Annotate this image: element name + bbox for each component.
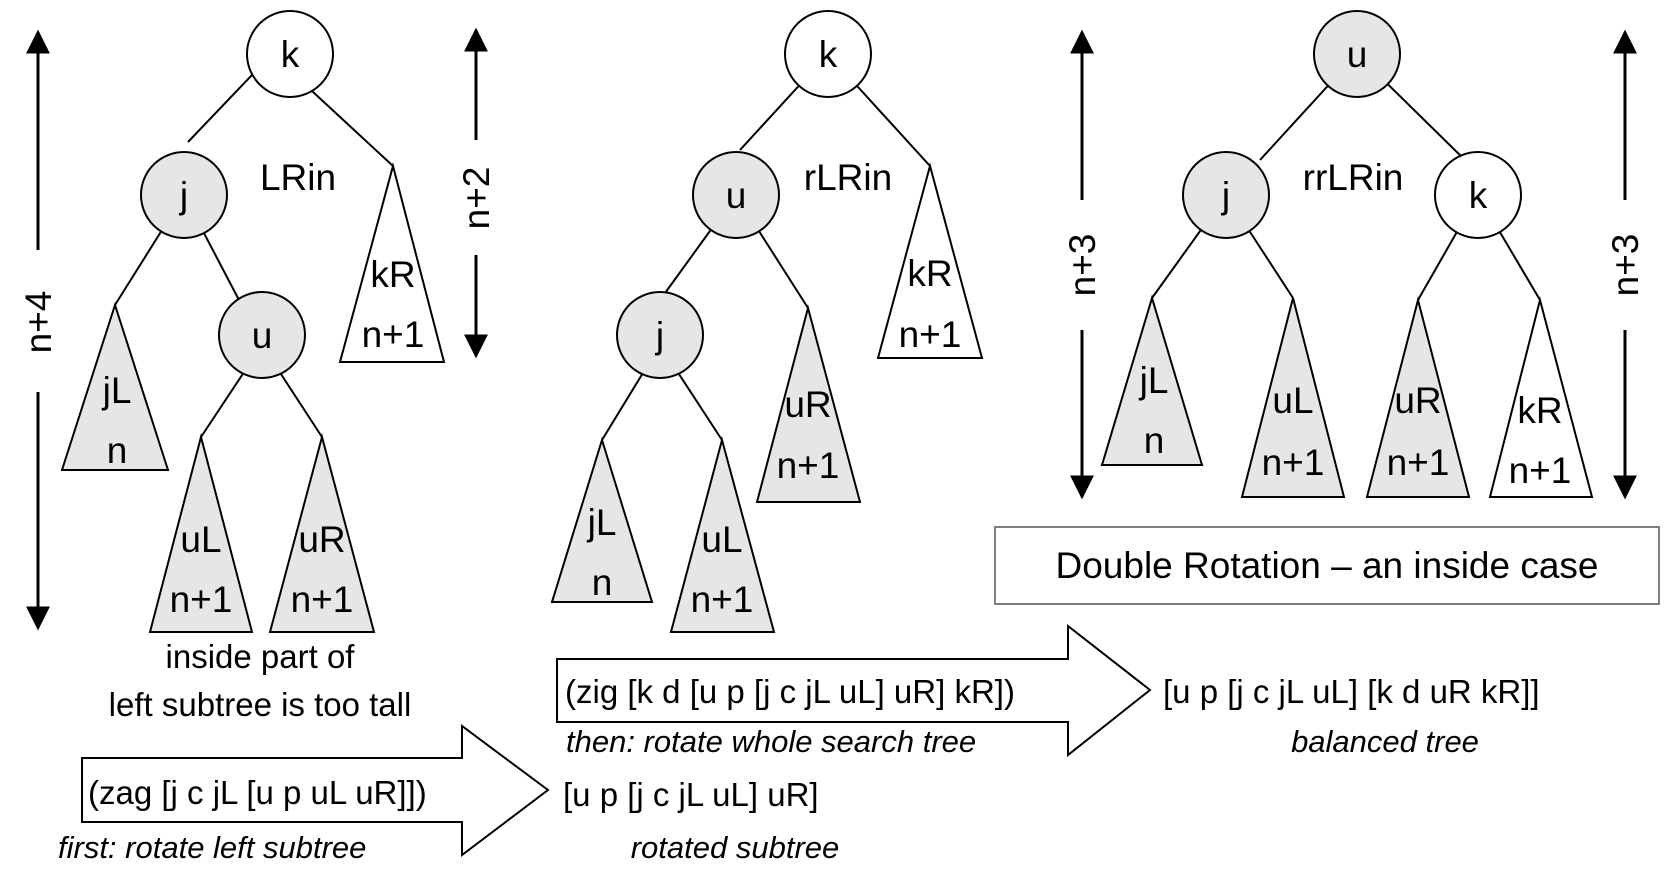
step1-result: [u p [j c jL uL] uR]: [563, 776, 819, 813]
title-box: [994, 526, 1660, 605]
subtree-uL-name: uL: [701, 519, 742, 560]
subtree-jL: [550, 436, 654, 603]
caption-line-2: left subtree is too tall: [109, 686, 412, 723]
subtree-jL-height: n: [592, 562, 613, 603]
node-u-label: u: [1347, 34, 1368, 75]
node-k: [1434, 151, 1522, 239]
tree-3: [1100, 10, 1594, 498]
step2-result-note: balanced tree: [1291, 724, 1479, 759]
node-j: [616, 291, 704, 379]
subtree-uR-name: uR: [784, 384, 831, 425]
case-label: rrLRin: [1303, 157, 1404, 198]
subtree-kR: [876, 162, 984, 359]
subtree-uR-height: n+1: [1387, 442, 1450, 483]
height-label-right-3: n+3: [1605, 234, 1646, 297]
subtree-jL-name: jL: [587, 502, 617, 543]
subtree-jL: [60, 301, 170, 471]
height-label-left: n+3: [1062, 234, 1103, 297]
subtree-uL-height: n+1: [1262, 442, 1325, 483]
step1-result-note: rotated subtree: [631, 830, 840, 865]
step1-note: first: rotate left subtree: [58, 830, 366, 865]
subtree-uR-height: n+1: [291, 579, 354, 620]
case-label: LRin: [260, 157, 336, 198]
subtree-kR: [1488, 296, 1594, 498]
subtree-uR-height: n+1: [777, 445, 840, 486]
node-u: [1313, 10, 1401, 98]
subtree-uR: [755, 304, 862, 503]
node-k: [784, 10, 872, 98]
height-label-total: n+4: [18, 291, 59, 354]
subtree-kR: [338, 162, 446, 363]
diagram-title: Double Rotation – an inside case: [1055, 545, 1598, 586]
subtree-jL: [1100, 294, 1204, 466]
subtree-kR-height: n+1: [362, 314, 425, 355]
subtree-kR-height: n+1: [899, 314, 962, 355]
step2-arrow: [556, 623, 1152, 758]
step2-note: then: rotate whole search tree: [566, 724, 976, 759]
subtree-uL: [669, 436, 776, 633]
subtree-uL-name: uL: [180, 519, 221, 560]
node-k-label: k: [819, 34, 838, 75]
node-u: [692, 151, 780, 239]
subtree-jL-height: n: [1144, 420, 1165, 461]
subtree-jL-name: jL: [1139, 360, 1169, 401]
subtree-uL-name: uL: [1272, 380, 1313, 421]
subtree-uL: [148, 433, 254, 633]
subtree-uL: [1240, 297, 1346, 498]
caption-line-1: inside part of: [166, 638, 356, 675]
case-label: rLRin: [804, 157, 892, 198]
subtree-uR-name: uR: [1394, 380, 1441, 421]
tree-1: [60, 10, 446, 633]
node-j-label: j: [655, 315, 664, 356]
node-u-label: u: [252, 315, 273, 356]
subtree-uR: [268, 433, 376, 633]
subtree-kR-name: kR: [1517, 390, 1562, 431]
node-j: [1182, 151, 1270, 239]
step2-result: [u p [j c jL uL] [k d uR kR]]: [1163, 673, 1540, 710]
step1-arrow: [81, 724, 550, 858]
node-u-label: u: [726, 175, 747, 216]
node-k-label: k: [281, 34, 300, 75]
node-j-label: j: [1221, 175, 1230, 216]
node-k-label: k: [1469, 175, 1488, 216]
tree-2: [550, 10, 984, 633]
node-k: [246, 10, 334, 98]
subtree-uL-height: n+1: [170, 579, 233, 620]
subtree-uR-name: uR: [298, 519, 345, 560]
node-j: [140, 151, 228, 239]
subtree-uL-height: n+1: [691, 579, 754, 620]
subtree-jL-height: n: [107, 430, 128, 471]
subtree-uR: [1365, 296, 1471, 498]
subtree-kR-name: kR: [907, 253, 952, 294]
node-u: [218, 291, 306, 379]
subtree-kR-name: kR: [370, 254, 415, 295]
subtree-jL-name: jL: [102, 370, 132, 411]
subtree-kR-height: n+1: [1509, 450, 1572, 491]
step1-code: (zag [j c jL [u p uL uR]]): [88, 774, 427, 811]
height-label-right: n+2: [456, 167, 497, 230]
step2-code: (zig [k d [u p [j c jL uL] uR] kR]): [565, 673, 1015, 710]
node-j-label: j: [179, 175, 188, 216]
